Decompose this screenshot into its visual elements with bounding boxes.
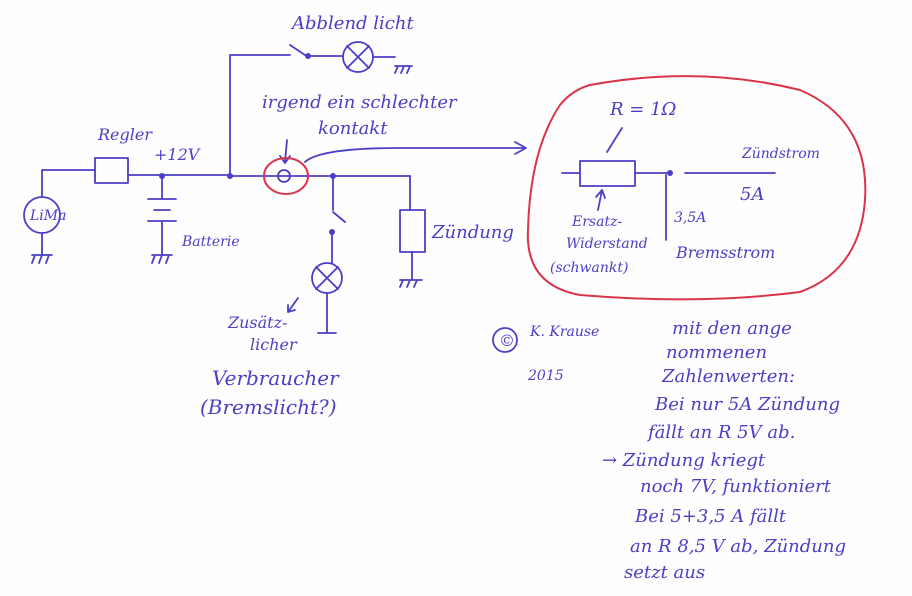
- wire-stroke: [526, 75, 867, 301]
- alternator: LiMa: [23, 169, 96, 264]
- wire-stroke: [315, 266, 339, 334]
- handwritten-label: (Bremslicht?): [200, 395, 337, 419]
- handwritten-label: Bei 5+3,5 A fällt: [634, 506, 787, 527]
- low-beam-branch: Abblend licht: [229, 13, 414, 177]
- handwritten-label: Abblend licht: [290, 13, 414, 34]
- handwritten-label: → Zündung kriegt: [602, 450, 766, 471]
- wire-stroke: [277, 169, 291, 183]
- handwritten-label: Bremsstrom: [675, 243, 775, 262]
- wire-stroke: [346, 45, 413, 74]
- handwritten-label: Widerstand: [566, 236, 648, 252]
- wire-stroke: [279, 139, 291, 164]
- wire-stroke: [287, 297, 299, 313]
- handwritten-label: Zahlenwerten:: [661, 366, 795, 387]
- handwritten-label: an R 8,5 V ab, Zündung: [630, 536, 846, 557]
- handwritten-label: noch 7V, funktioniert: [640, 476, 832, 497]
- handwritten-label: Zündstrom: [741, 146, 820, 162]
- handwritten-label: ©: [499, 331, 515, 350]
- handwritten-label: Batterie: [181, 234, 240, 250]
- handwritten-label: R = 1Ω: [609, 99, 677, 120]
- handwritten-label: 2015: [527, 368, 564, 384]
- handwritten-label: setzt aus: [624, 562, 705, 583]
- handwritten-label: 3,5A: [674, 210, 706, 226]
- handwritten-label: fällt an R 5V ab.: [646, 422, 795, 443]
- arrow-icon: [304, 141, 527, 163]
- wire-stroke: [399, 251, 423, 288]
- calculation-notes: mit den ange nommenen Zahlenwerten: Bei …: [602, 318, 846, 583]
- handwritten-label: Zusätz-: [227, 313, 287, 332]
- handwritten-label: LiMa: [29, 208, 66, 224]
- handwritten-label: Regler: [97, 125, 153, 144]
- ground-icon: [31, 232, 53, 264]
- regulator: Regler: [94, 125, 231, 184]
- wire-stroke: [94, 157, 129, 184]
- detail-callout: R = 1Ω Zündstrom 5A Ersatz- Widerstand (…: [526, 75, 867, 301]
- handwritten-label: licher: [250, 335, 298, 354]
- extra-load-branch: Zusätz- licher Verbraucher (Bremslicht?): [200, 175, 346, 419]
- handwritten-label: mit den ange: [672, 318, 792, 339]
- handwritten-label: Bei nur 5A Zündung: [654, 394, 840, 415]
- handwritten-label: nommenen: [666, 342, 767, 363]
- handwritten-label: K. Krause: [529, 324, 599, 340]
- wire-stroke: [606, 127, 623, 153]
- handwritten-label: irgend ein schlechter: [262, 92, 458, 113]
- resistor-icon: [579, 160, 636, 187]
- voltage-label: +12V: [154, 145, 201, 164]
- junction-dot: [667, 170, 673, 176]
- wire-stroke: [147, 175, 177, 264]
- handwritten-label: kontakt: [318, 118, 388, 139]
- handwritten-label: Ersatz-: [571, 214, 622, 230]
- handwritten-label: Zündung: [431, 222, 514, 243]
- copyright: © K. Krause 2015: [492, 324, 599, 384]
- handwritten-label: 5A: [740, 184, 764, 205]
- wire-stroke: [332, 175, 346, 223]
- wire-stroke: [229, 44, 306, 177]
- highlight-circle: [263, 157, 309, 195]
- battery: Batterie: [147, 173, 240, 264]
- wire-stroke: [595, 189, 606, 211]
- wire-stroke: [41, 169, 96, 198]
- handwritten-label: Verbraucher: [212, 366, 340, 390]
- bad-contact: irgend ein schlechter kontakt: [262, 92, 527, 195]
- ignition: Zündung: [399, 175, 514, 288]
- wire-stroke: [399, 209, 426, 253]
- wire-stroke: [492, 327, 518, 353]
- handwritten-label: (schwankt): [550, 260, 628, 276]
